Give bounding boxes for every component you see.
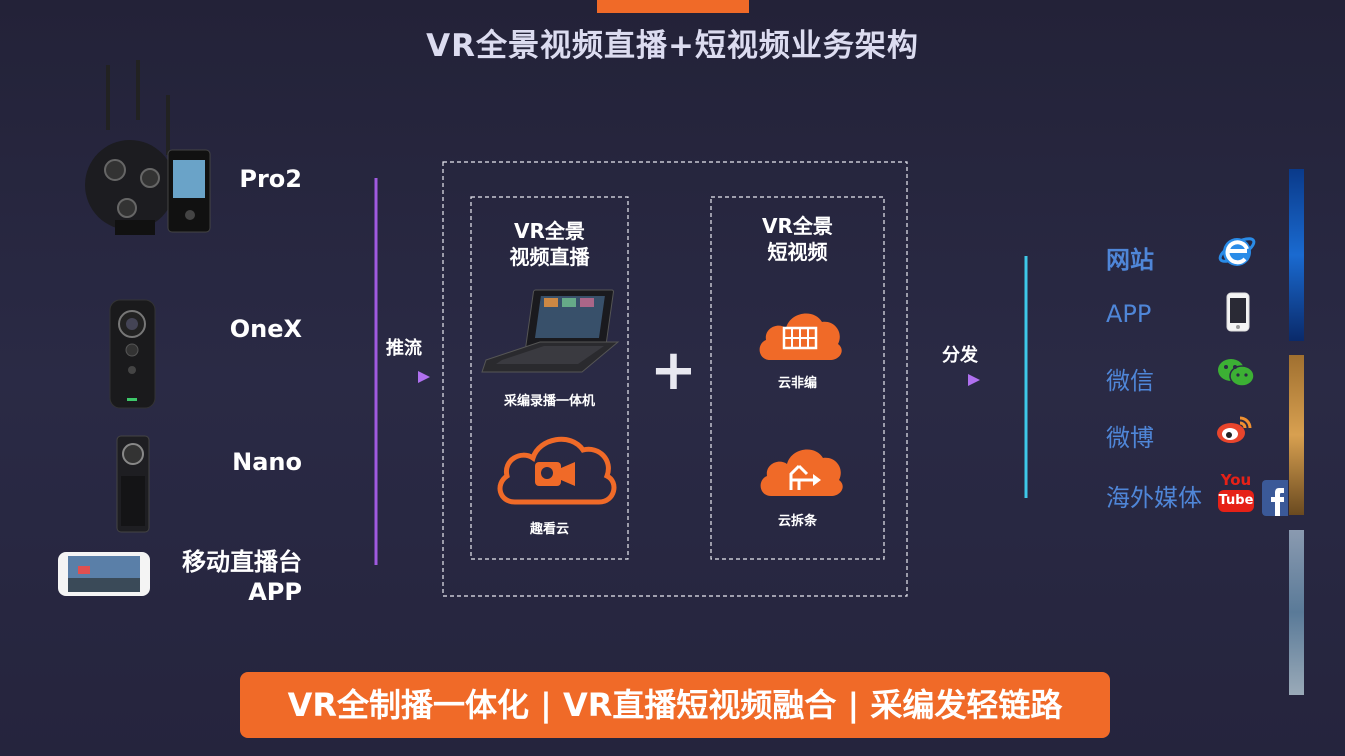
youtube-icon: You Tube [1218,472,1254,516]
cloud-editing-icon [756,304,842,362]
edge-photo-strip-top [1289,169,1304,341]
source-label-app-line1: 移动直播台 [182,548,302,576]
source-label-app-line2: APP [248,578,302,606]
destination-wechat-label: 微信 [1106,367,1154,395]
plus-sign: + [650,338,697,403]
mobile-app-image [58,552,150,596]
cloud-clipping-icon [757,440,843,498]
short-box-title-line2: 短视频 [767,240,828,264]
destination-app-label: APP [1106,300,1152,328]
page-title: VR全景视频直播+短视频业务架构 [426,28,919,64]
live-item-encoder-label: 采编录播一体机 [503,394,595,409]
edge-photo-strip-bottom [1289,530,1304,695]
destination-overseas-label: 海外媒体 [1106,484,1202,512]
source-label-onex: OneX [229,315,302,343]
weibo-icon [1216,414,1252,444]
live-box-title-line2: 视频直播 [509,245,590,269]
ie-browser-icon [1217,228,1257,272]
pro2-camera-image [80,60,215,235]
destination-weibo-label: 微博 [1106,424,1154,452]
youtube-logo-top: You [1220,471,1252,489]
edge-photo-strip-middle [1289,355,1304,515]
short-box-title-line1: VR全景 [762,214,833,238]
distribute-label: 分发 [942,345,978,366]
live-box-title-line1: VR全景 [514,219,585,243]
nano-camera-image [116,435,150,533]
top-accent-bar [597,0,749,13]
mobile-phone-icon [1226,292,1250,332]
onex-camera-image [109,299,156,409]
qukan-cloud-icon [495,428,619,506]
laptop-encoder-image [481,288,620,374]
source-label-nano: Nano [232,448,302,476]
facebook-icon [1262,480,1288,516]
wechat-icon [1217,358,1255,388]
youtube-logo-bottom: Tube [1218,490,1254,512]
push-label: 推流 [386,338,422,359]
bottom-banner: VR全制播一体化 | VR直播短视频融合 | 采编发轻链路 [240,672,1110,738]
live-item-qukan-label: 趣看云 [529,522,569,537]
short-item-clipping-label: 云拆条 [777,514,817,529]
short-item-editing-label: 云非编 [777,376,817,391]
source-label-pro2: Pro2 [239,165,302,193]
destination-website-label: 网站 [1106,246,1154,274]
